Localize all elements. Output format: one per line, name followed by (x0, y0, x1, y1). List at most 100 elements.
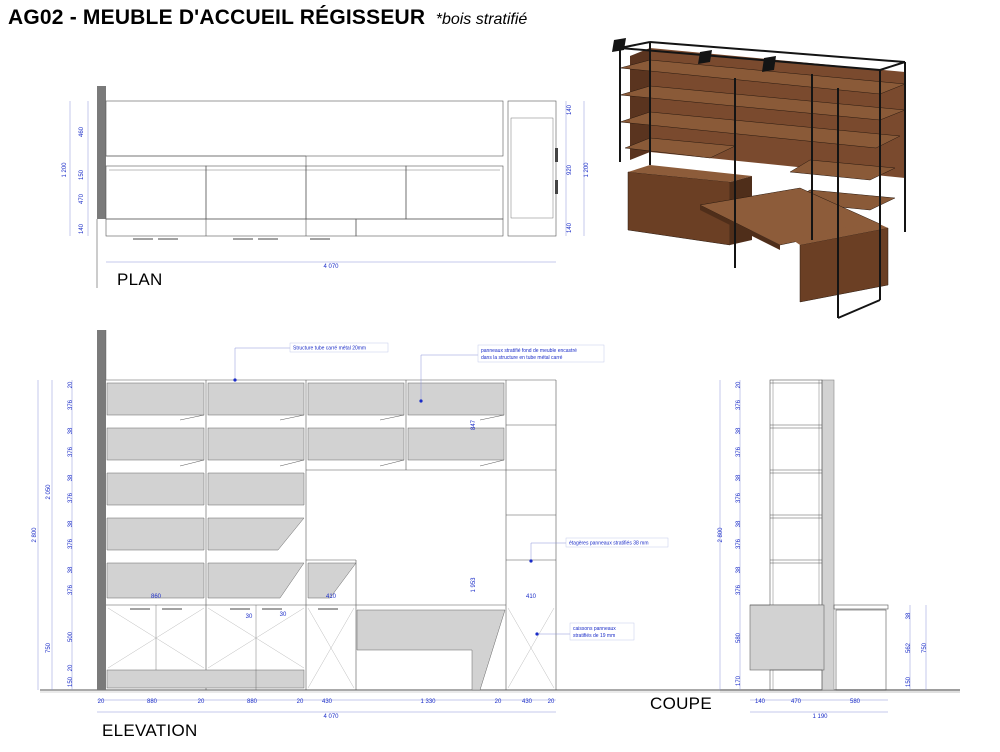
elev-dim-38-c: 38 (68, 520, 74, 527)
elevation-view (40, 330, 960, 693)
elev-dim-38-d: 38 (68, 566, 74, 573)
coupe-dim-38-a: 38 (736, 427, 742, 434)
plan-base-left (105, 218, 357, 237)
elev-dim-38-b: 38 (68, 474, 74, 481)
title-main: AG02 - MEUBLE D'ACCUEIL RÉGISSEUR (8, 6, 426, 29)
elev-dim-bottom-430-b: 430 (522, 699, 533, 705)
title-subtitle: *bois stratifié (435, 11, 528, 28)
render-lamps (612, 38, 776, 72)
elev-dim-bottom-20-d: 20 (495, 699, 502, 705)
elev-dim-2800: 2 800 (32, 527, 38, 543)
elevation-back-panels (106, 382, 506, 691)
elev-dim-376-b: 376 (68, 446, 74, 457)
elev-dim-bottom-total: 4 070 (323, 714, 339, 720)
render-steel-frame (619, 41, 906, 319)
elevation-dimensions: 20 376 38 376 38 376 38 376 38 376 500 2… (32, 380, 556, 720)
plan-wall (97, 86, 106, 219)
coupe-view (720, 379, 960, 693)
elev-dim-bottom-20-b: 20 (198, 699, 205, 705)
elevation-annotations: Structure tube carré métal 20mm panneaux… (233, 342, 669, 641)
label-coupe: COUPE (650, 694, 712, 713)
elev-dim-376-d: 376 (68, 538, 74, 549)
plan-dim-left-460: 460 (79, 126, 85, 137)
plan-counter (105, 100, 504, 157)
coupe-dim-right-750: 750 (922, 642, 928, 653)
elev-dim-inner-860: 860 (151, 594, 162, 600)
plan-box-2 (205, 165, 307, 220)
elev-dim-inner-30-b: 30 (280, 612, 287, 618)
coupe-dim-38-c: 38 (736, 520, 742, 527)
coupe-dim-bottom-140: 140 (755, 699, 766, 705)
elev-dim-376-c: 376 (68, 492, 74, 503)
note-shelves: étagères panneaux stratifiés 38 mm (569, 541, 649, 547)
elev-dim-inner-410-a: 410 (326, 594, 337, 600)
plan-view (96, 86, 558, 288)
elevation-door-crosses (107, 607, 555, 689)
elev-dim-376-a: 376 (68, 399, 74, 410)
coupe-cabinet (749, 604, 825, 671)
coupe-dim-376-e: 376 (736, 584, 742, 595)
render-shelves (619, 59, 906, 211)
coupe-dim-right-150: 150 (906, 676, 912, 687)
note-boxes-2: stratifiés de 19 mm (573, 633, 615, 639)
plan-dim-left-total: 1 200 (62, 162, 68, 178)
label-plan: PLAN (117, 270, 163, 289)
note-panels-back-2: dans la structure en tube métal carré (481, 355, 563, 361)
elev-dim-bottom-20-e: 20 (548, 699, 555, 705)
coupe-dim-bottom-580: 580 (850, 699, 861, 705)
plan-dim-left-150: 150 (79, 169, 85, 180)
coupe-dim-376-c: 376 (736, 492, 742, 503)
coupe-desk-top (833, 604, 889, 610)
elev-dim-150: 150 (68, 676, 74, 687)
elev-dim-1953: 1 953 (471, 577, 477, 593)
coupe-shelf-column (769, 379, 823, 606)
elev-dim-2050: 2 050 (46, 484, 52, 500)
note-panels-back-1: panneaux stratifié fond de meuble encast… (481, 348, 577, 354)
coupe-dim-right-38: 38 (906, 612, 912, 619)
elev-dim-bottom-1330: 1 330 (420, 699, 436, 705)
plan-box-1 (105, 165, 207, 220)
coupe-dim-20: 20 (736, 381, 742, 388)
coupe-dim-38-b: 38 (736, 474, 742, 481)
coupe-dim-bottom-total: 1 190 (812, 714, 828, 720)
note-structure: Structure tube carré métal 20mm (293, 346, 366, 352)
elev-dim-bottom-20-c: 20 (297, 699, 304, 705)
plan-dim-right-920: 920 (567, 164, 573, 175)
label-elevation: ELEVATION (102, 721, 198, 740)
coupe-dim-376-b: 376 (736, 446, 742, 457)
elevation-shelf-edges (179, 414, 505, 467)
elev-dim-20-top: 20 (68, 381, 74, 388)
plan-dim-right-total: 1 200 (584, 162, 590, 178)
plan-dim-left-140: 140 (79, 223, 85, 234)
render-3d (612, 38, 906, 319)
elev-dim-bottom-20-a: 20 (98, 699, 105, 705)
coupe-dim-right-562: 562 (906, 642, 912, 653)
elev-dim-bottom-880-a: 880 (147, 699, 158, 705)
coupe-dim-170: 170 (736, 675, 742, 686)
coupe-dim-2800: 2 800 (718, 527, 724, 543)
elev-dim-38-a: 38 (68, 427, 74, 434)
plan-base-right (355, 218, 504, 237)
plan-box-3 (305, 165, 407, 220)
coupe-dim-376-d: 376 (736, 538, 742, 549)
plan-right-column (507, 100, 557, 237)
elev-dim-inner-30-a: 30 (246, 614, 253, 620)
coupe-dim-38-d: 38 (736, 566, 742, 573)
plan-dim-bottom-total: 4 070 (323, 264, 339, 270)
plan-dim-left-470: 470 (79, 193, 85, 204)
coupe-dimensions: 20 376 38 376 38 376 38 376 38 376 580 1… (718, 380, 928, 720)
plan-dimensions: 460 150 470 140 1 200 140 920 140 1 200 … (62, 101, 590, 270)
plan-dim-right-140-bottom: 140 (567, 222, 573, 233)
elev-dim-500: 500 (68, 631, 74, 642)
elev-dim-20-bottom: 20 (68, 664, 74, 671)
elev-dim-847: 847 (471, 419, 477, 430)
elev-dim-376-e: 376 (68, 584, 74, 595)
elev-dim-bottom-430-a: 430 (322, 699, 333, 705)
page-title: AG02 - MEUBLE D'ACCUEIL RÉGISSEUR *bois … (8, 6, 527, 30)
coupe-dim-580: 580 (736, 632, 742, 643)
plan-box-4 (405, 165, 504, 220)
elev-dim-inner-410-b: 410 (526, 594, 537, 600)
elevation-wall (97, 330, 106, 690)
coupe-dim-bottom-470: 470 (791, 699, 802, 705)
